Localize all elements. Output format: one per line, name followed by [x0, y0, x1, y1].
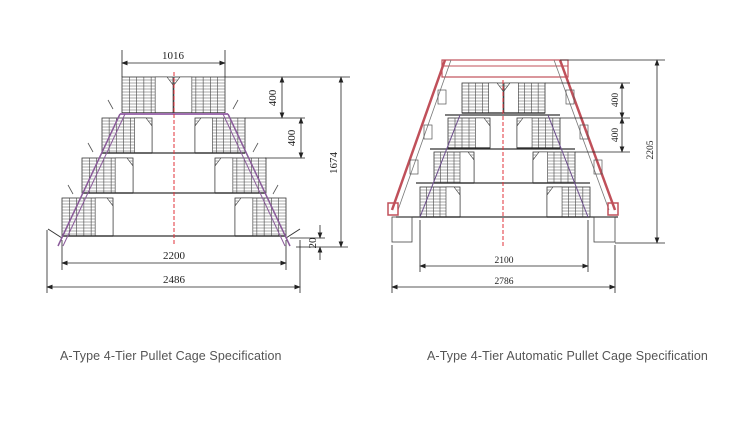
cage-block — [516, 117, 561, 149]
dim-total-height: 2205 — [646, 140, 656, 159]
cage-block — [546, 186, 591, 218]
feeder-box — [437, 89, 447, 105]
support-leg — [391, 216, 413, 243]
pullet-cage-drawing — [47, 72, 301, 247]
caption-automatic-pullet-cage: A-Type 4-Tier Automatic Pullet Cage Spec… — [427, 349, 708, 363]
brace-left — [419, 114, 461, 218]
dim-inner-width: 2200 — [163, 250, 186, 262]
brace-right — [222, 113, 286, 247]
dim-tier-height-1: 400 — [611, 93, 621, 108]
cage-block — [503, 82, 546, 114]
caption-pullet-cage: A-Type 4-Tier Pullet Cage Specification — [60, 349, 282, 363]
feeder-box — [409, 159, 419, 175]
support-leg — [593, 216, 616, 243]
cage-block — [433, 151, 475, 184]
cage-block — [121, 76, 174, 114]
automatic-pullet-cage-drawing — [387, 59, 619, 246]
egg-tray — [47, 228, 63, 239]
dim-tier-height-2: 400 — [286, 129, 298, 146]
cage-block — [61, 197, 114, 237]
dim-tier-height-1: 400 — [267, 89, 279, 106]
dim-top-width: 1016 — [162, 50, 185, 62]
feeder-box — [593, 159, 603, 175]
top-frame — [441, 59, 569, 78]
feeder-hook — [232, 99, 239, 110]
cage-block — [81, 157, 134, 194]
conveyor-left — [397, 59, 452, 211]
feeder-box — [565, 89, 575, 105]
cage-block — [173, 76, 226, 114]
cage-block — [214, 157, 267, 194]
brace-right — [227, 113, 291, 247]
dim-base-offset: 20 — [307, 237, 319, 249]
cage-block — [461, 82, 504, 114]
conveyor-right — [553, 59, 610, 211]
brace-right — [547, 114, 589, 218]
conveyor-right — [558, 59, 617, 211]
dim-total-height: 1674 — [328, 152, 340, 175]
egg-tray — [285, 228, 301, 239]
brace-left — [57, 113, 121, 247]
dim-outer-width: 2486 — [163, 274, 186, 286]
cage-block — [234, 197, 287, 237]
feeder-hook — [87, 142, 94, 153]
drive-wheel — [387, 202, 399, 216]
feeder-hook — [272, 184, 279, 195]
right-dimensions — [391, 59, 665, 293]
cage-block — [447, 117, 491, 149]
cage-block — [419, 186, 461, 218]
feeder-hook — [67, 184, 74, 195]
drive-wheel — [607, 202, 619, 216]
feeder-box — [423, 124, 433, 140]
feeder-box — [579, 124, 589, 140]
left-dimensions — [46, 50, 350, 293]
feeder-hook — [107, 99, 114, 110]
dim-outer-width: 2786 — [495, 277, 514, 287]
dim-tier-height-2: 400 — [611, 128, 621, 143]
conveyor-left — [390, 59, 447, 211]
brace-left — [62, 113, 126, 247]
feeder-hook — [252, 142, 259, 153]
dim-inner-width: 2100 — [495, 256, 514, 266]
